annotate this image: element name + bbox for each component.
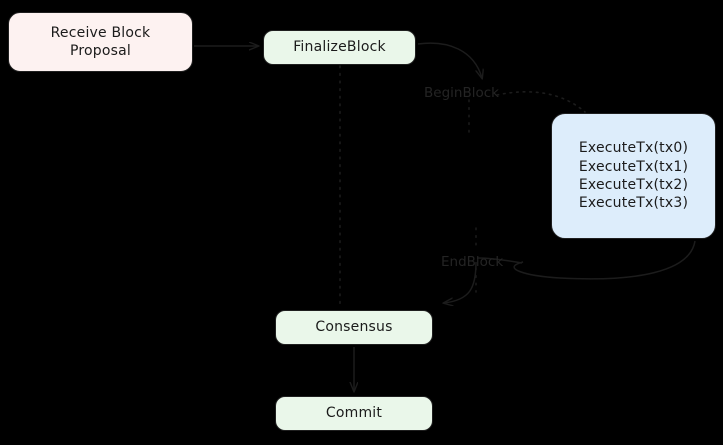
- node-label-line: Consensus: [315, 319, 393, 336]
- edge-beginblock-to-executetx: [496, 91, 586, 113]
- node-label-line: Proposal: [69, 43, 132, 59]
- node-label-line: ExecuteTx(tx2): [578, 177, 689, 193]
- node-label-line: ExecuteTx(tx0): [578, 140, 689, 157]
- node-label-line: ExecuteTx(tx3): [578, 195, 689, 212]
- node-commit[interactable]: Commit: [275, 396, 433, 431]
- node-label-line: FinalizeBlock: [293, 39, 386, 56]
- node-label-line: ExecuteTx(tx1): [578, 158, 689, 175]
- edge-endblock-to-consensus: [444, 261, 477, 303]
- node-finalize-block[interactable]: FinalizeBlock: [263, 30, 416, 65]
- node-label-line: Commit: [325, 405, 383, 422]
- node-receive-block-proposal[interactable]: Receive Block Proposal: [8, 12, 193, 72]
- node-label-line: Receive Block: [50, 24, 151, 41]
- edge-label-end-block: EndBlock: [441, 254, 504, 270]
- edge-executetx-to-consensus-tail: [476, 257, 523, 264]
- edge-executetx-to-consensus: [513, 240, 696, 280]
- edge-label-begin-block: BeginBlock: [424, 85, 499, 101]
- node-execute-tx[interactable]: ExecuteTx(tx0) ExecuteTx(tx1) ExecuteTx(…: [551, 113, 716, 239]
- node-consensus[interactable]: Consensus: [275, 310, 433, 345]
- edge-finalize-to-beginblock: [417, 42, 482, 78]
